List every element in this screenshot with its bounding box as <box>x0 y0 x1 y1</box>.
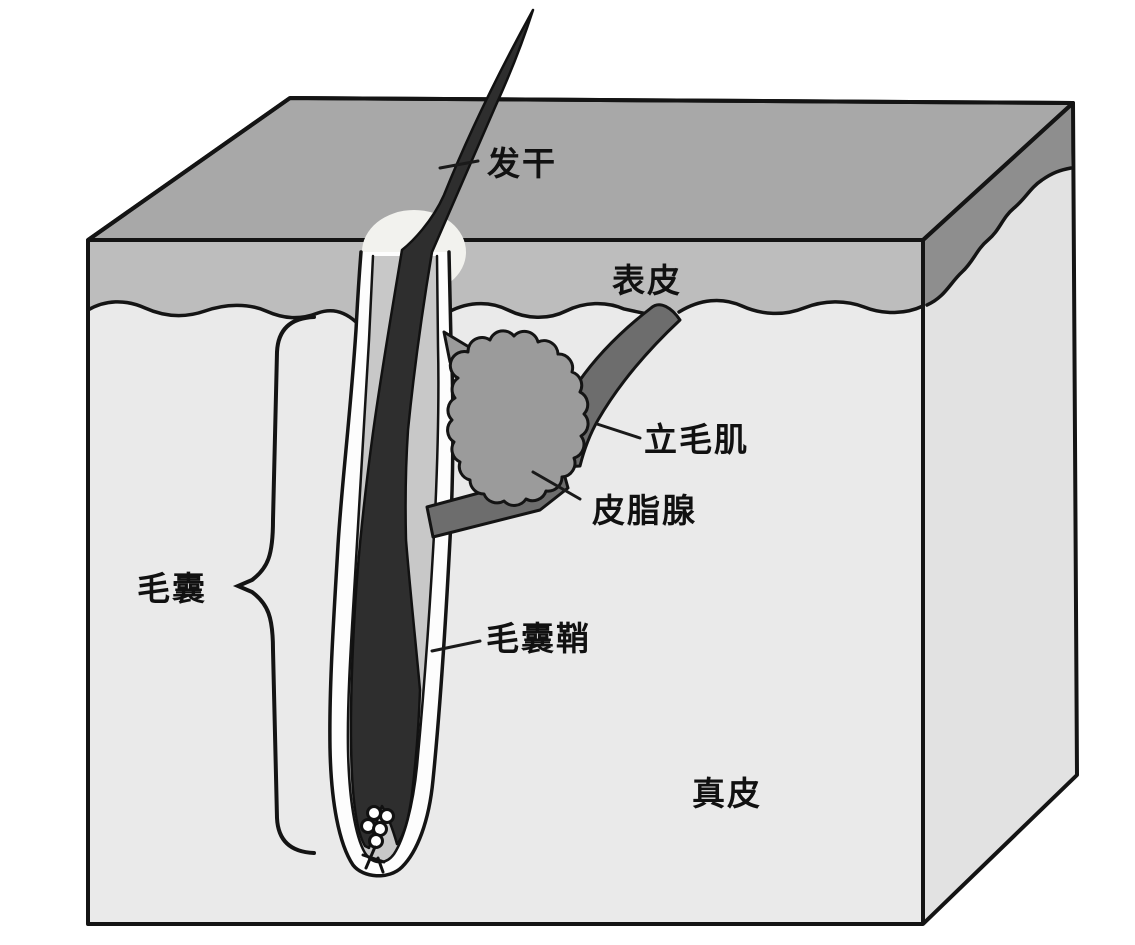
follicle-sheath-label: 毛囊鞘 <box>486 620 591 657</box>
epidermis-boundary-right-face <box>925 166 1073 307</box>
follicle-brace <box>232 315 316 855</box>
follicle-sheath-outer-outline <box>328 250 455 878</box>
arrector-pili-leader-line <box>595 422 642 440</box>
hair-shaft-leader-line <box>438 159 480 170</box>
front-epidermis-band <box>88 240 923 326</box>
epidermis-boundary-front-mid <box>443 301 654 319</box>
epidermis-boundary-front-right <box>677 298 925 316</box>
hair-follicle-label: 毛囊 <box>137 570 207 607</box>
right-dermis-face <box>923 103 1077 924</box>
follicle-sheath-leader-line <box>430 639 482 653</box>
sebaceous-gland-body <box>446 329 590 507</box>
sebaceous-gland-leader-line <box>531 470 582 501</box>
sebaceous-gland-label: 皮脂腺 <box>592 492 697 529</box>
papilla-capillary-squiggle <box>360 805 395 874</box>
dermis-label: 真皮 <box>692 775 762 812</box>
epidermis-label: 表皮 <box>612 262 682 299</box>
skin-block-outline <box>86 96 1079 926</box>
arrector-pili-label: 立毛肌 <box>644 421 749 458</box>
hair-shaft-label: 发干 <box>487 145 557 182</box>
right-epidermis-band <box>923 103 1073 306</box>
epidermis-boundary-front-left <box>86 300 358 324</box>
top-skin-face <box>86 96 1075 242</box>
